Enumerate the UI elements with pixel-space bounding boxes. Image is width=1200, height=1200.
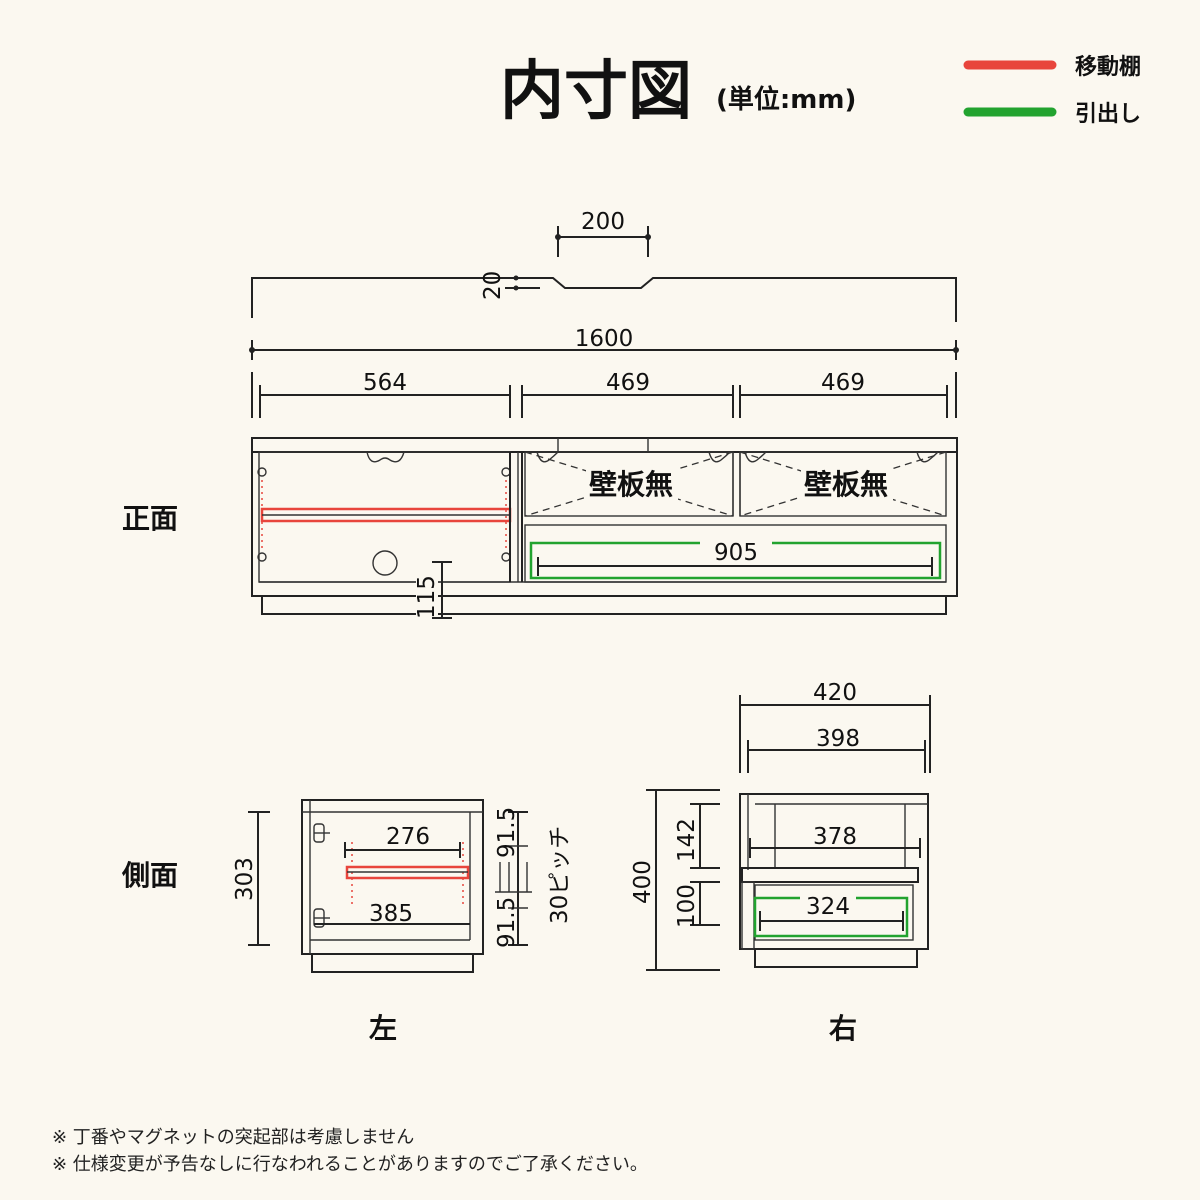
dim-left-bottom-gap: 91.5 bbox=[494, 897, 520, 948]
front-view-label: 正面 bbox=[122, 502, 178, 535]
legend-label-drawer: 引出し bbox=[1075, 102, 1141, 127]
dim-right-upper-depth: 378 bbox=[813, 824, 857, 850]
dim-left-section: 564 bbox=[363, 370, 407, 396]
dim-drawer-width: 905 bbox=[714, 540, 758, 566]
front-dimensions: 200 20 1600 564 469 469 bbox=[249, 209, 959, 418]
dim-right-section: 469 bbox=[821, 370, 865, 396]
right-side-view: 420 398 400 142 100 378 bbox=[630, 680, 931, 971]
legend-label-movable-shelf: 移動棚 bbox=[1075, 54, 1141, 80]
dim-right-drawer-height: 100 bbox=[674, 884, 700, 928]
dim-right-drawer-depth: 324 bbox=[806, 894, 850, 920]
dim-left-inner-depth: 385 bbox=[369, 901, 413, 927]
left-side-view: 303 276 385 91.5 91.5 30ピッチ bbox=[232, 799, 573, 973]
dim-left-shelf-width: 276 bbox=[386, 824, 430, 850]
left-view-label: 左 bbox=[369, 1012, 397, 1045]
footnote-1: ※ 丁番やマグネットの突起部は考慮しません bbox=[52, 1127, 414, 1148]
side-view-label: 側面 bbox=[121, 859, 178, 892]
footnote-2: ※ 仕様変更が予告なしに行なわれることがありますのでご了承ください。 bbox=[52, 1154, 648, 1175]
dim-notch-width: 200 bbox=[581, 209, 625, 235]
dim-right-height: 400 bbox=[630, 860, 656, 904]
dim-right-inner-depth: 398 bbox=[816, 726, 860, 752]
front-view: 壁板無 壁板無 905 115 bbox=[251, 437, 958, 619]
dim-total-width: 1600 bbox=[575, 326, 634, 352]
no-back-panel-label-1: 壁板無 bbox=[589, 468, 673, 501]
dim-left-pitch: 30ピッチ bbox=[547, 826, 573, 924]
page-title: 内寸図 bbox=[500, 55, 692, 129]
dim-notch-depth: 20 bbox=[480, 271, 506, 300]
unit-label: (単位:mm) bbox=[716, 84, 856, 115]
dim-right-outer-depth: 420 bbox=[813, 680, 857, 706]
no-back-panel-label-2: 壁板無 bbox=[804, 468, 888, 501]
dim-left-height: 303 bbox=[232, 857, 258, 901]
dim-base-height: 115 bbox=[414, 575, 440, 619]
dim-left-top-gap: 91.5 bbox=[494, 807, 520, 858]
dim-right-upper-height: 142 bbox=[674, 818, 700, 862]
dim-middle-section: 469 bbox=[606, 370, 650, 396]
right-view-label: 右 bbox=[829, 1012, 857, 1045]
